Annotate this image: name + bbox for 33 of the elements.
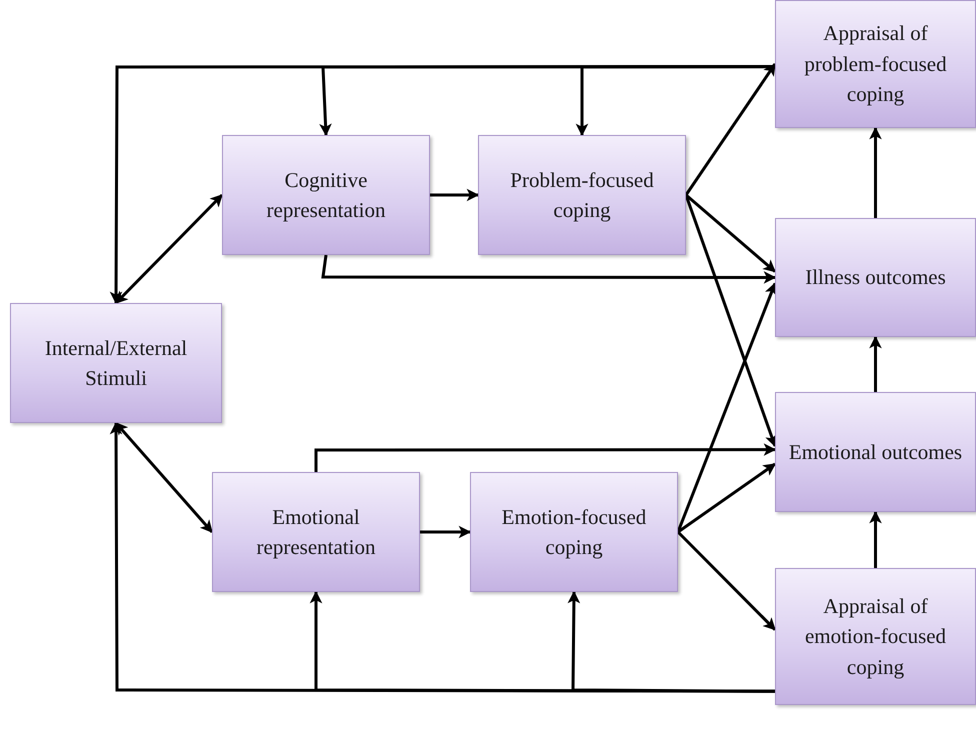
arrow: [869, 126, 882, 218]
box-label: Illness outcomes: [805, 264, 946, 292]
box-label: Emotional outcomes: [788, 438, 962, 466]
process-box: [222, 135, 430, 255]
process-box: [775, 392, 976, 512]
box-label: Emotional representation: [256, 504, 376, 561]
box-label: Appraisal of emotion-focused coping: [804, 592, 948, 681]
arrow: [114, 194, 224, 304]
arrow: [314, 443, 776, 472]
process-box: [478, 135, 686, 255]
process-box: [212, 472, 420, 592]
arrow: [676, 530, 776, 631]
process-box: [10, 303, 222, 423]
box-label: Emotion-focused coping: [500, 504, 648, 561]
arrow: [420, 526, 472, 538]
process-box: [470, 472, 678, 592]
process-box: [775, 218, 976, 337]
box-label: Problem-focused coping: [509, 166, 655, 224]
arrow: [684, 194, 778, 448]
box-label: Cognitive representation: [266, 166, 386, 224]
arrow: [321, 254, 776, 284]
arrow: [114, 422, 214, 533]
process-box: [775, 568, 976, 705]
arrow: [430, 188, 480, 202]
process-box: [775, 0, 976, 128]
box-label: Internal/External Stimuli: [44, 334, 188, 392]
arrow: [684, 62, 776, 196]
arrow: [869, 510, 882, 568]
arrow: [677, 462, 776, 534]
arrow: [568, 590, 775, 693]
box-label: Appraisal of problem-focused coping: [803, 20, 948, 108]
arrow: [685, 194, 776, 273]
arrow: [869, 336, 882, 392]
